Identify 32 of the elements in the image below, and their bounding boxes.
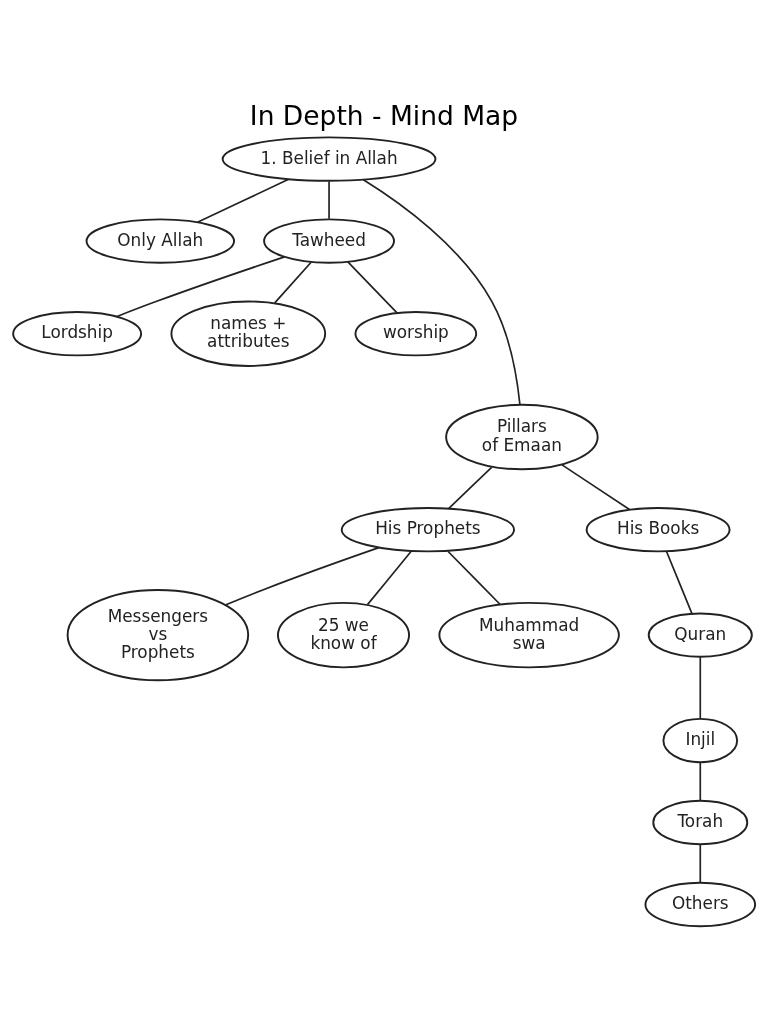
- node-ellipse: worship: [354, 310, 478, 356]
- node-ellipse: Pillars of Emaan: [445, 403, 599, 470]
- connector: [347, 260, 398, 314]
- node-ellipse: 1. Belief in Allah: [221, 135, 437, 182]
- connector: [328, 179, 330, 220]
- connector: [447, 549, 501, 605]
- diagram-title: In Depth - Mind Map: [249, 99, 519, 131]
- node-ellipse: Injil: [662, 717, 739, 763]
- connector: [116, 255, 286, 317]
- connector: [561, 463, 631, 510]
- connector: [273, 260, 312, 304]
- connector: [665, 549, 693, 614]
- node-ellipse: His Books: [585, 506, 731, 552]
- connector: [366, 549, 413, 605]
- connector: [699, 761, 702, 801]
- node-ellipse: 25 we know of: [277, 601, 411, 668]
- connector: [362, 178, 521, 405]
- node-ellipse: Torah: [652, 799, 749, 845]
- node-ellipse: Messengers vs Prophets: [66, 588, 250, 681]
- node-ellipse: names + attributes: [170, 300, 327, 367]
- node-ellipse: Tawheed: [263, 217, 395, 264]
- connector: [699, 655, 702, 719]
- connector: [699, 843, 702, 883]
- node-ellipse: Quran: [647, 611, 753, 658]
- node-ellipse: Only Allah: [85, 217, 235, 264]
- node-ellipse: Lordship: [12, 310, 143, 356]
- connector: [196, 178, 290, 223]
- node-ellipse: Muhammad swa: [438, 601, 620, 668]
- node-ellipse: His Prophets: [340, 506, 515, 552]
- connector: [224, 546, 380, 606]
- connector: [448, 465, 493, 509]
- node-ellipse: Others: [644, 881, 757, 927]
